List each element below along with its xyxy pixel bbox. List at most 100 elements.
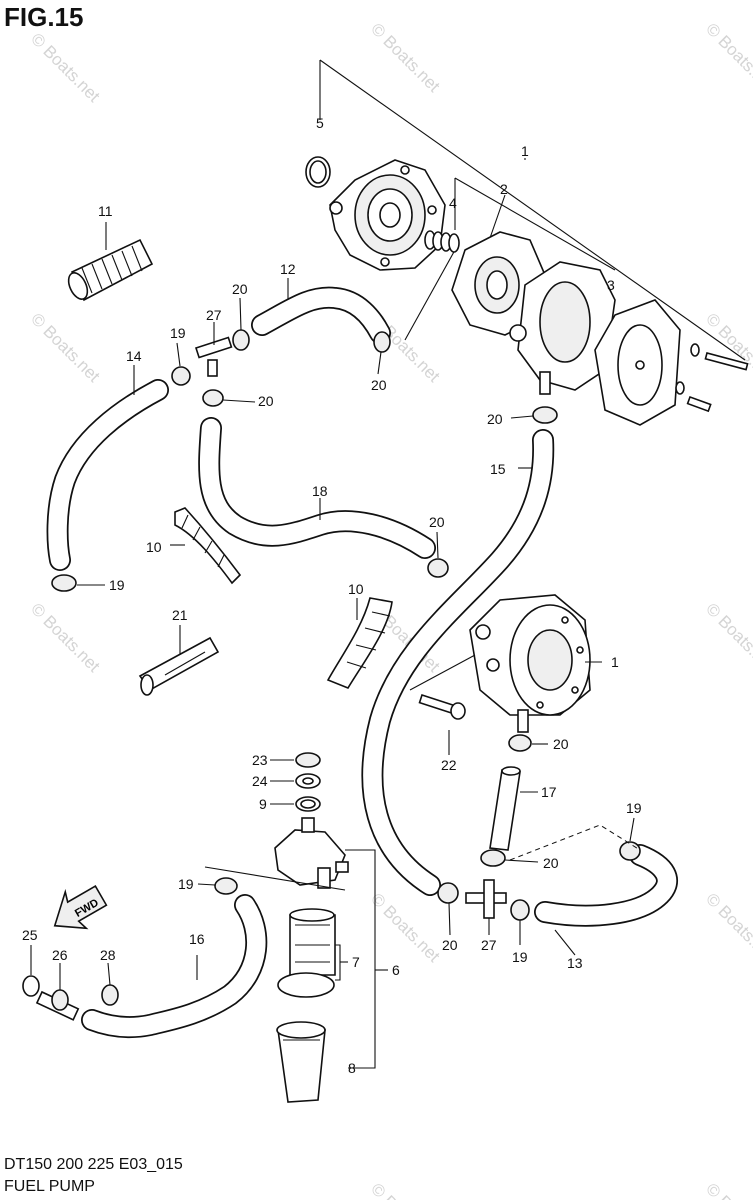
leader-line [554, 929, 576, 956]
fitting-26 [35, 989, 80, 1021]
watermark: © Boats.net [702, 19, 753, 96]
hose-13 [534, 844, 678, 927]
leader-line [448, 902, 451, 936]
label-part-8: 8 [348, 1060, 356, 1076]
label-part-19: 19 [178, 876, 194, 892]
leader-line [239, 297, 242, 331]
label-part-25: 25 [22, 927, 38, 943]
leader-line [377, 351, 382, 375]
label-part-26: 26 [52, 947, 68, 963]
tee-fitting-27 [465, 879, 507, 919]
label-part-21: 21 [172, 607, 188, 623]
leader-line [404, 249, 456, 341]
watermark: © Boats.net [27, 599, 104, 676]
label-part-20: 20 [232, 281, 248, 297]
hose-16 [81, 894, 268, 1039]
part-21-strap [138, 636, 220, 696]
leader-line [504, 859, 539, 863]
label-part-20: 20 [429, 514, 445, 530]
leader-line [176, 342, 181, 367]
leader-line [489, 194, 506, 239]
bracket-line-part-2 [454, 177, 616, 271]
label-part-19: 19 [170, 325, 186, 341]
model-code: DT150 200 225 E03_015 [4, 1156, 183, 1173]
label-part-20: 20 [371, 377, 387, 393]
leader-line [629, 817, 635, 842]
leader-line [222, 399, 256, 403]
label-part-2: 2 [500, 181, 508, 197]
label-part-7: 7 [352, 954, 360, 970]
label-part-4: 4 [449, 195, 457, 211]
label-part-20: 20 [487, 411, 503, 427]
label-part-27: 27 [481, 937, 497, 953]
pump-back-plate [594, 299, 681, 426]
clip-28 [101, 984, 119, 1006]
label-part-10: 10 [146, 539, 162, 555]
clip-19 [51, 574, 77, 592]
label-part-12: 12 [280, 261, 296, 277]
label-part-20: 20 [258, 393, 274, 409]
label-part-1: 1 [521, 143, 529, 159]
hose-12 [251, 286, 391, 344]
watermark: © Boats.net [367, 1179, 444, 1200]
label-part-17: 17 [541, 784, 557, 800]
part-11-spring-sleeve [67, 238, 154, 302]
label-part-18: 18 [312, 483, 328, 499]
fwd-arrow: FWD [53, 885, 108, 930]
label-part-23: 23 [252, 752, 268, 768]
label-part-20: 20 [553, 736, 569, 752]
label-part-6: 6 [392, 962, 400, 978]
dashed-guide [509, 824, 641, 861]
o-ring-9 [295, 796, 321, 812]
label-part-16: 16 [189, 931, 205, 947]
bracket-line-part-1 [319, 59, 746, 361]
pump-cover [329, 159, 446, 271]
label-part-11: 11 [98, 203, 113, 219]
cap-25 [22, 975, 40, 997]
fuel-pump-1 [469, 594, 591, 733]
watermark: © Boats.net [702, 1179, 753, 1200]
part-4-spring [424, 230, 460, 253]
filter-element-7 [277, 908, 336, 998]
label-part-27: 27 [206, 307, 222, 323]
watermark: © Boats.net [702, 599, 753, 676]
label-part-19: 19 [626, 800, 642, 816]
leader-line [510, 415, 534, 419]
washer-24 [295, 773, 321, 789]
watermark: © Boats.net [27, 29, 104, 106]
label-part-20: 20 [442, 937, 458, 953]
clip-20 [373, 331, 391, 353]
label-part-5: 5 [316, 115, 324, 131]
leader-line [197, 883, 216, 886]
clip-20 [232, 329, 250, 351]
figure-title: FIG.15 [4, 2, 84, 32]
leader-line [436, 531, 439, 559]
label-part-3: 3 [607, 277, 615, 293]
label-part-24: 24 [252, 773, 268, 789]
clip-20 [480, 849, 506, 867]
clip-20 [202, 389, 224, 407]
hose-15 [361, 429, 555, 896]
clip-20 [532, 406, 558, 424]
hose-14 [46, 379, 169, 571]
hose-18 [198, 417, 436, 559]
watermark: © Boats.net [367, 889, 444, 966]
watermark: © Boats.net [27, 309, 104, 386]
part-5-o-ring [305, 156, 331, 188]
clip-19 [171, 366, 191, 386]
clip-20 [427, 558, 449, 578]
label-part-9: 9 [259, 796, 267, 812]
label-part-28: 28 [100, 947, 116, 963]
label-part-14: 14 [126, 348, 142, 364]
tee-fitting-27 [194, 336, 233, 377]
part-10-sleeve [174, 507, 242, 585]
label-part-1: 1 [611, 654, 619, 670]
leader-line [409, 654, 476, 691]
clip-20 [437, 882, 459, 904]
clip-19 [510, 899, 530, 921]
label-part-20: 20 [543, 855, 559, 871]
label-part-15: 15 [490, 461, 506, 477]
part-3-pump-body [509, 261, 616, 395]
filter-cup-8 [276, 1021, 326, 1103]
